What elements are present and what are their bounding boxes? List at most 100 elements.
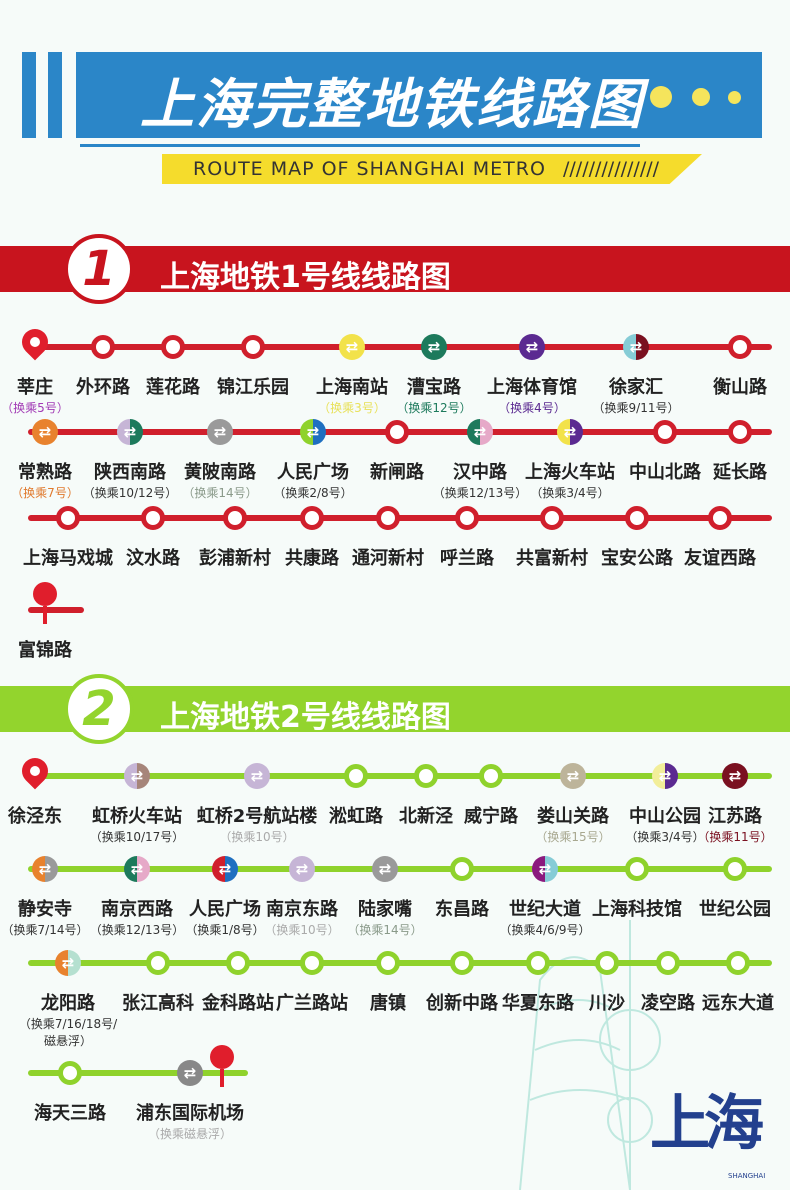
station-name: 共康路 — [285, 548, 339, 569]
line2-title: 上海地铁2号线线路图 — [160, 700, 451, 735]
station-marker — [450, 857, 474, 881]
station-name: 世纪大道 — [509, 899, 581, 920]
transfer-station-icon: ⇄ — [212, 856, 238, 882]
station-marker — [526, 951, 550, 975]
line2-track — [30, 773, 772, 779]
station-name: 创新中路 — [426, 993, 498, 1014]
station-name: 陕西南路 — [94, 462, 166, 483]
station-marker — [161, 335, 185, 359]
station-name: 通河新村 — [352, 548, 424, 569]
station-name: 南京西路 — [101, 899, 173, 920]
station-marker — [376, 506, 400, 530]
station-marker — [625, 506, 649, 530]
station-marker — [414, 764, 438, 788]
transfer-note: （换乘9/11号） — [592, 401, 680, 415]
station-name: 浦东国际机场 — [136, 1103, 244, 1124]
transfer-station-icon: ⇄ — [300, 419, 326, 445]
transfer-station-icon: ⇄ — [339, 334, 365, 360]
transfer-note: （换乘2/8号） — [273, 486, 353, 500]
station-name: 衡山路 — [713, 377, 767, 398]
transfer-station-icon: ⇄ — [560, 763, 586, 789]
station-name: 人民广场 — [277, 462, 349, 483]
transfer-note: （换乘10/17号） — [89, 830, 185, 844]
station-name: 中山北路 — [629, 462, 701, 483]
shanghai-logo-sub: SHANGHAI — [728, 1172, 766, 1180]
station-name: 静安寺 — [18, 899, 72, 920]
station-marker — [728, 420, 752, 444]
station-marker — [455, 506, 479, 530]
station-marker — [708, 506, 732, 530]
station-name: 汉中路 — [453, 462, 507, 483]
station-marker — [479, 764, 503, 788]
station-name: 唐镇 — [370, 993, 406, 1014]
transfer-note: （换乘14号） — [182, 486, 258, 500]
line2-track — [28, 960, 772, 966]
station-name: 彭浦新村 — [199, 548, 271, 569]
transfer-station-icon: ⇄ — [289, 856, 315, 882]
transfer-note: （换乘12/13号） — [432, 486, 528, 500]
station-name: 友谊西路 — [684, 548, 756, 569]
transfer-station-icon: ⇄ — [177, 1060, 203, 1086]
transfer-note: （换乘7号） — [11, 486, 79, 500]
transfer-note: （换乘7/16/18号/磁悬浮） — [18, 1017, 118, 1048]
line1-track — [28, 607, 84, 613]
shanghai-logo: 上海 — [650, 1089, 764, 1159]
station-name: 黄陂南路 — [184, 462, 256, 483]
transfer-station-icon: ⇄ — [117, 419, 143, 445]
station-name: 远东大道 — [702, 993, 774, 1014]
start-pin-icon — [16, 323, 54, 361]
transfer-note: （换乘3/4号） — [625, 830, 705, 844]
station-marker — [653, 420, 677, 444]
station-name: 新闸路 — [370, 462, 424, 483]
station-marker — [723, 857, 747, 881]
station-name: 江苏路 — [708, 806, 762, 827]
page-title: 上海完整地铁线路图 — [140, 73, 644, 136]
station-marker — [450, 951, 474, 975]
transfer-note: （换乘3号） — [318, 401, 386, 415]
line2-track — [28, 1070, 248, 1076]
station-name: 东昌路 — [435, 899, 489, 920]
station-marker — [300, 951, 324, 975]
transfer-station-icon: ⇄ — [32, 419, 58, 445]
station-name: 陆家嘴 — [358, 899, 412, 920]
station-marker — [300, 506, 324, 530]
transfer-station-icon: ⇄ — [124, 856, 150, 882]
station-marker — [625, 857, 649, 881]
station-name: 金科路站 — [202, 993, 274, 1014]
station-name: 上海科技馆 — [592, 899, 682, 920]
transfer-station-icon: ⇄ — [467, 419, 493, 445]
station-name: 锦江乐园 — [217, 377, 289, 398]
station-marker — [91, 335, 115, 359]
transfer-note: （换乘10/12号） — [82, 486, 178, 500]
transfer-note: （换乘4号） — [498, 401, 566, 415]
station-name: 淞虹路 — [329, 806, 383, 827]
transfer-station-icon: ⇄ — [32, 856, 58, 882]
transfer-note: （换乘14号） — [347, 923, 423, 937]
station-marker — [141, 506, 165, 530]
transfer-station-icon: ⇄ — [557, 419, 583, 445]
station-name: 漕宝路 — [407, 377, 461, 398]
subtitle-banner — [162, 154, 702, 184]
header-decor-bars — [22, 52, 64, 138]
decor-dot — [728, 91, 741, 104]
transfer-station-icon: ⇄ — [532, 856, 558, 882]
line1-track — [30, 344, 772, 350]
transfer-note: （换乘磁悬浮） — [147, 1127, 233, 1141]
transfer-station-icon: ⇄ — [623, 334, 649, 360]
transfer-note: （换乘7/14号） — [1, 923, 89, 937]
transfer-station-icon: ⇄ — [124, 763, 150, 789]
transfer-note: （换乘5号） — [1, 401, 69, 415]
line1-track — [28, 515, 772, 521]
start-pin-icon — [16, 752, 54, 790]
station-marker — [595, 951, 619, 975]
station-marker — [376, 951, 400, 975]
transfer-station-icon: ⇄ — [421, 334, 447, 360]
transfer-note: （换乘15号） — [535, 830, 611, 844]
station-name: 南京东路 — [266, 899, 338, 920]
header-background — [76, 52, 762, 138]
station-name: 共富新村 — [516, 548, 588, 569]
station-name: 上海体育馆 — [487, 377, 577, 398]
station-name: 虹桥2号航站楼 — [196, 806, 318, 827]
station-name: 广兰路站 — [276, 993, 348, 1014]
station-name: 川沙 — [589, 993, 625, 1014]
